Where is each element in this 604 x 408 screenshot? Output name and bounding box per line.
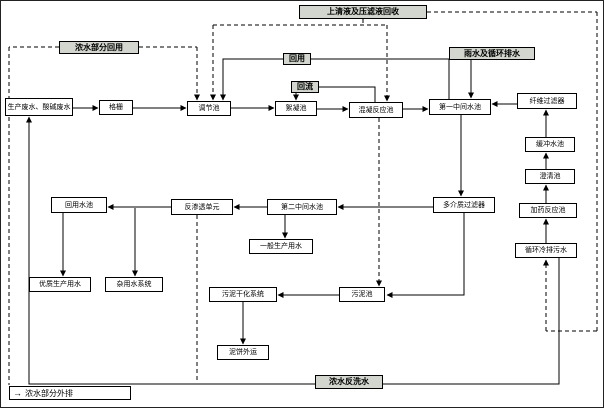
node-misc-water: 杂用水系统 xyxy=(105,277,163,292)
node-grille: 格栅 xyxy=(99,100,133,115)
node-dosing-reactor: 加药反应池 xyxy=(519,203,577,218)
node-middle-pool-2: 第二中间水池 xyxy=(267,199,337,215)
node-top-recycle-tag: 上清液及压滤液回收 xyxy=(299,5,427,19)
node-rainwater-tag: 雨水及循环排水 xyxy=(449,47,535,60)
solid-flow-lines xyxy=(26,58,560,385)
node-reuse-tag: 回用 xyxy=(283,53,311,65)
node-conc-reuse-tag: 浓水部分回用 xyxy=(59,41,139,54)
node-cake-transport: 泥饼外运 xyxy=(217,345,269,360)
node-fiber-filter: 纤维过滤器 xyxy=(517,93,577,109)
dashed-recycle-lines xyxy=(8,11,598,385)
legend-concentrate-discharge: → 浓水部分外排 xyxy=(9,386,131,400)
node-regulating-pool: 调节池 xyxy=(187,101,231,116)
node-general-water: 一般生产用水 xyxy=(249,239,313,254)
node-premium-water: 优质生产用水 xyxy=(29,277,91,292)
node-coagulation: 混凝反应池 xyxy=(349,102,403,118)
node-buffer-pool: 缓冲水池 xyxy=(525,137,575,152)
node-backwash-tag: 浓水反洗水 xyxy=(315,375,383,389)
node-source: 生产废水、酸碱废水 xyxy=(5,98,73,116)
node-reflux-tag: 回流 xyxy=(291,81,319,93)
node-reuse-pool: 回用水池 xyxy=(51,197,107,213)
node-sludge-drying: 污泥干化系统 xyxy=(209,287,277,302)
node-ro-unit: 反渗透单元 xyxy=(171,199,233,215)
node-middle-pool-1: 第一中间水池 xyxy=(429,99,491,115)
node-sludge-pool: 污泥池 xyxy=(339,287,385,302)
legend-label: 浓水部分外排 xyxy=(25,388,73,398)
node-cooling-blowdown: 循环冷排污水 xyxy=(515,243,577,258)
node-flocculation: 絮凝池 xyxy=(275,101,317,116)
node-clarifier: 澄清池 xyxy=(525,169,575,184)
node-media-filter: 多介质过滤器 xyxy=(433,197,495,213)
legend-arrow-icon: → xyxy=(13,387,22,398)
